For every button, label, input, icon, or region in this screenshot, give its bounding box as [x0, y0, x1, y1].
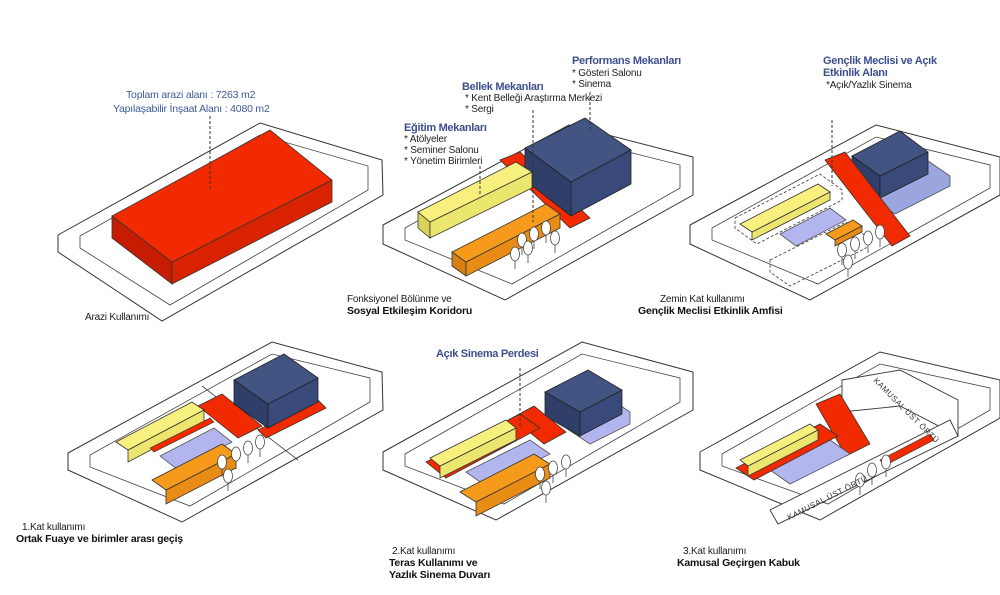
site-mass-top [111, 129, 333, 263]
yellow-block-top [429, 419, 517, 467]
caption-panel-2-line-2: Sosyal Etkileşim Koridoru [347, 305, 473, 317]
site-area-total: Toplam arazi alanı : 7263 m2 [126, 89, 256, 101]
panel-2-functional-split [382, 92, 694, 301]
red-bar [149, 417, 215, 453]
red-link [511, 405, 567, 445]
corridor-red [824, 151, 911, 247]
item-education-1: * Atölyeler [404, 134, 447, 145]
caption-panel-5-line-3: Yazlık Sinema Duvarı [389, 569, 491, 581]
performance-block-top [544, 369, 623, 413]
item-education-2: * Seminer Salonu [404, 145, 479, 156]
lilac-floor [779, 207, 847, 247]
panel-1-site-use [57, 116, 384, 322]
heading-event-area: Etkinlik Alanı [823, 67, 888, 79]
heading-education: Eğitim Mekanları [404, 122, 487, 134]
caption-panel-4-line-2: Ortak Fuaye ve birimler arası geçiş [16, 533, 183, 545]
caption-panel-5-line-1: 2.Kat kullanımı [392, 546, 456, 557]
dashed-outline-lower [769, 221, 867, 287]
caption-panel-3-line-1: Zemin Kat kullanımı [660, 294, 745, 305]
item-education-3: * Yönetim Birimleri [404, 156, 483, 167]
red-link-mid [197, 393, 263, 439]
lilac-floor [159, 427, 233, 471]
panel-6-third-floor [699, 351, 1000, 525]
memory-block-top [451, 203, 561, 263]
performance-block-top [851, 130, 929, 177]
item-open-cinema: *Açık/Yazlık Sinema [826, 80, 912, 91]
heading-youth-council: Gençlik Meclisi ve Açık [823, 55, 937, 67]
heading-open-cinema-screen: Açık Sinema Perdesi [436, 348, 539, 360]
lilac-floor [465, 439, 551, 487]
caption-panel-5-line-2: Teras Kullanımı ve [389, 557, 478, 569]
item-performance-1: * Gösteri Salonu [572, 68, 642, 79]
caption-panel-6-line-1: 3.Kat kullanımı [683, 546, 747, 557]
yellow-strip-top [739, 183, 831, 233]
panel-5-second-floor [382, 341, 694, 521]
caption-panel-3-line-2: Gençlik Meclisi Etkinlik Amfisi [638, 305, 783, 317]
caption-panel-2-line-1: Fonksiyonel Bölünme ve [347, 294, 452, 305]
dashed-outline-upper [734, 173, 843, 245]
panel-4-first-floor [67, 341, 384, 523]
caption-panel-4-line-1: 1.Kat kullanımı [22, 522, 86, 533]
heading-performance: Performans Mekanları [572, 55, 681, 67]
yellow-block-top [739, 423, 819, 467]
panel-3-ground-floor [689, 120, 1000, 301]
education-block-top [417, 161, 533, 223]
performance-block-top [524, 117, 632, 183]
red-corridor [815, 393, 871, 457]
item-memory-2: * Sergi [465, 104, 494, 115]
site-area-buildable: Yapılaşabilir İnşaat Alanı : 4080 m2 [113, 103, 270, 115]
orange-strip-top [825, 219, 863, 241]
performance-block-top [233, 353, 319, 405]
item-performance-2: * Sinema [572, 79, 611, 90]
yellow-block-top [115, 401, 205, 451]
caption-panel-1: Arazi Kullanımı [85, 312, 150, 323]
item-memory-1: * Kent Belleği Araştırma Merkezi [465, 93, 602, 104]
caption-panel-6-line-2: Kamusal Geçirgen Kabuk [677, 557, 800, 569]
heading-memory: Bellek Mekanları [462, 81, 544, 93]
